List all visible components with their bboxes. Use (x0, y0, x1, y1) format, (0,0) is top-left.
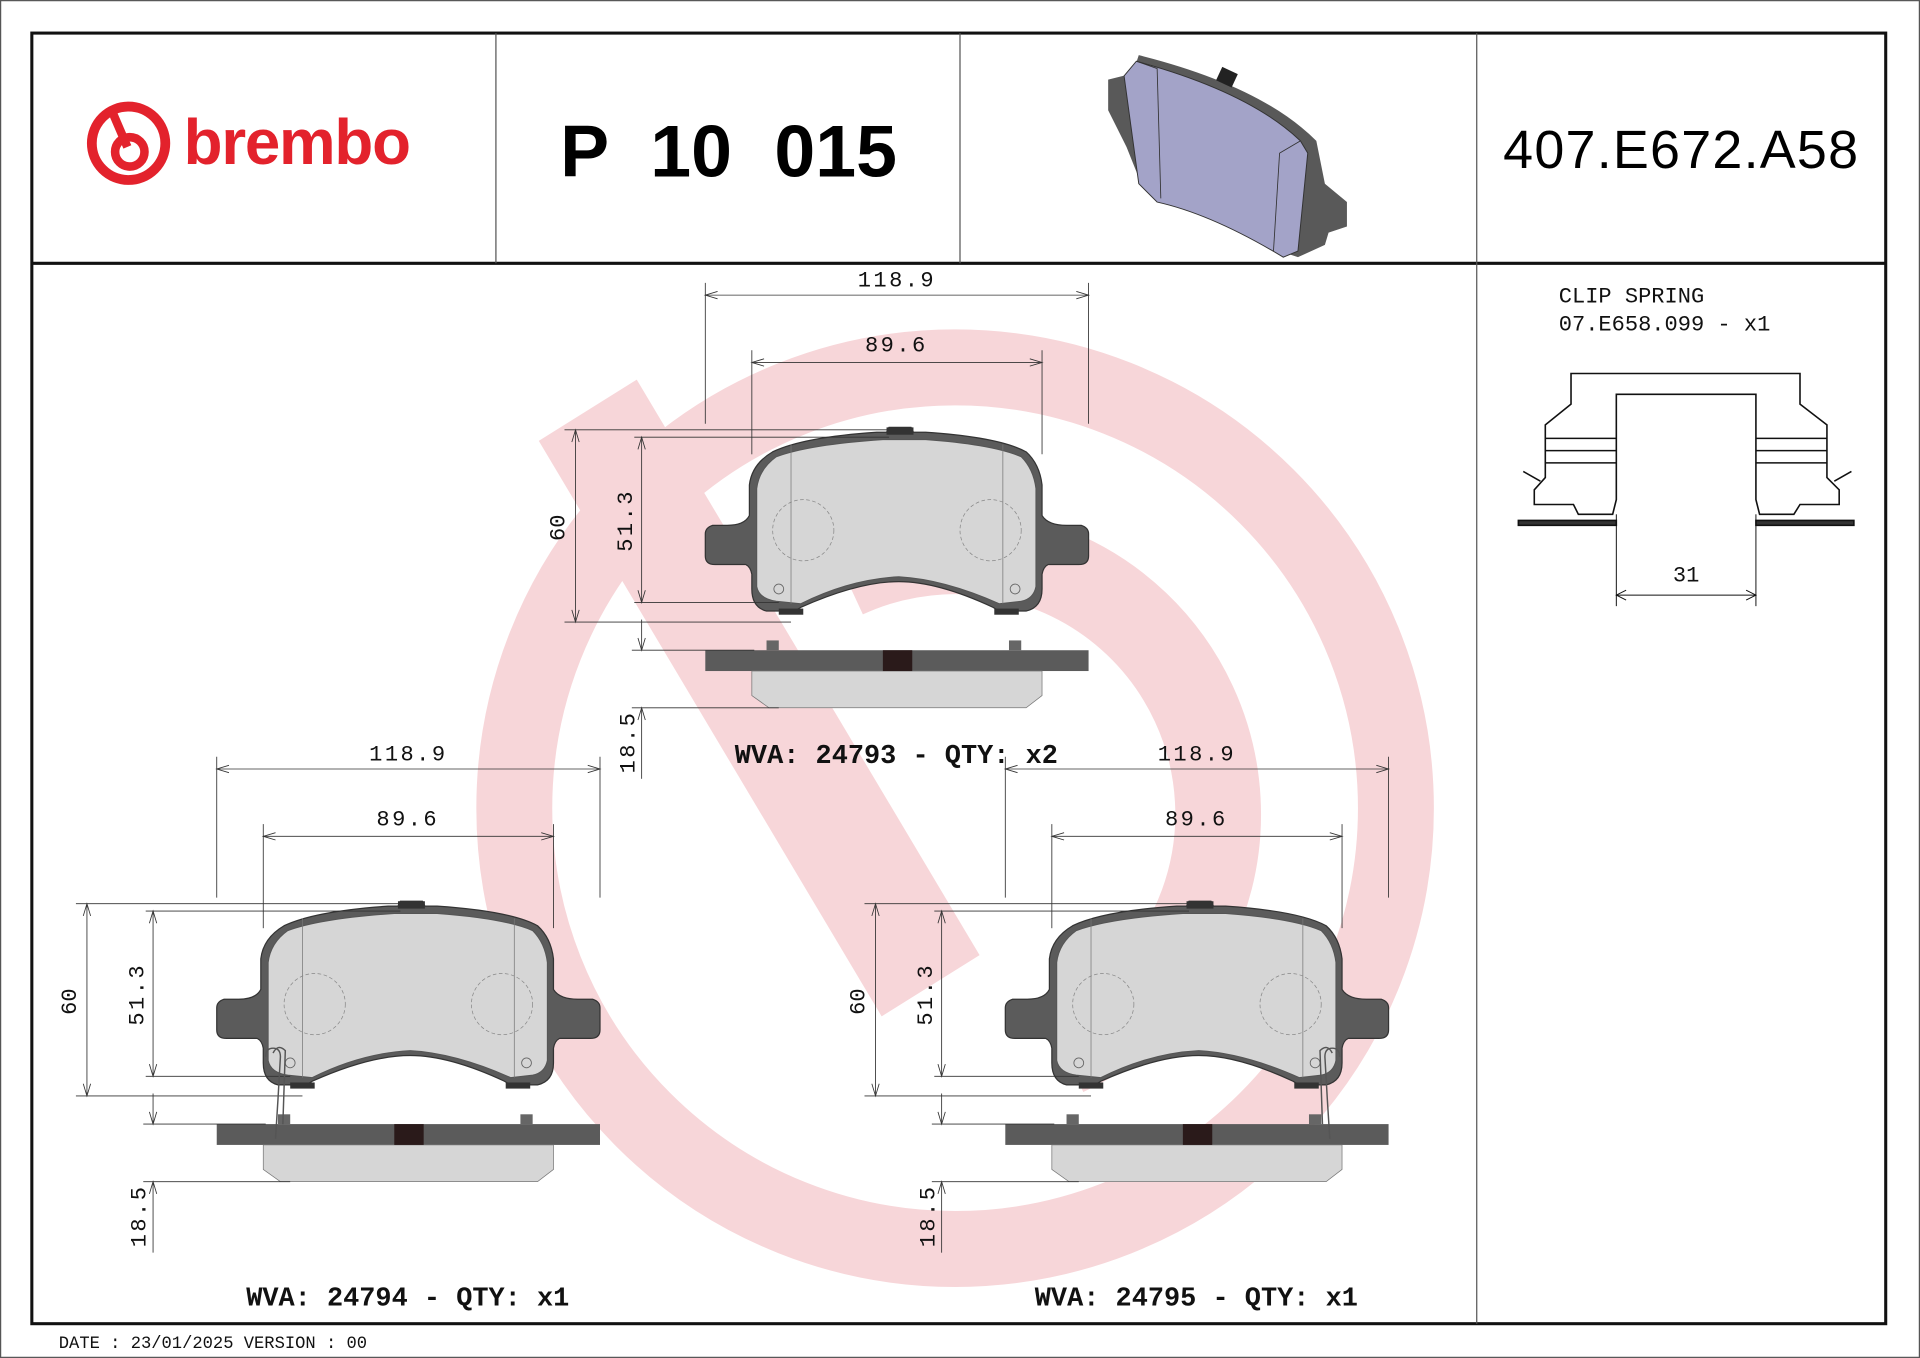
dimension-width-friction: 89.6 (865, 333, 928, 358)
side-tab (1066, 1114, 1079, 1125)
reference-code: 407.E672.A58 (1503, 120, 1859, 180)
dimension-height-friction: 51.3 (614, 489, 639, 552)
dimension-width-friction: 89.6 (1165, 807, 1228, 832)
drawing-frame (30, 31, 1888, 1326)
pad-caption: WVA: 24793 - QTY: x2 (735, 742, 1058, 772)
piston-circle (772, 499, 835, 562)
pad-side-view: 18.5 (616, 619, 1089, 779)
shim-tab (505, 1082, 531, 1089)
dimension-thickness: 18.5 (128, 1185, 153, 1248)
dimension-height-overall: 60 (846, 988, 871, 1014)
side-tab (1308, 1114, 1322, 1125)
side-center-tab (882, 650, 913, 672)
friction-material (756, 439, 1037, 605)
side-friction (751, 670, 1043, 709)
clip-spring-dimension: 31 (1673, 564, 1699, 589)
dimension-width-friction: 89.6 (376, 807, 439, 832)
part-number: P 10 015 (560, 109, 897, 192)
side-friction (262, 1144, 554, 1183)
piston-circle (1072, 973, 1135, 1036)
pad-caption: WVA: 24795 - QTY: x1 (1035, 1284, 1358, 1314)
brembo-logo: brembo (86, 101, 411, 185)
pad-caption: WVA: 24794 - QTY: x1 (246, 1284, 569, 1314)
piston-circle (1259, 973, 1322, 1036)
pin-hole (1009, 583, 1021, 595)
brake-pad-drawing-top: 118.9 89.6 60 51.3 18.5 WVA: 24793 - QTY: x2 (546, 269, 1091, 779)
brand-name: brembo (184, 107, 410, 178)
arrowheads (703, 291, 1091, 300)
dimension-width-overall: 118.9 (1158, 742, 1236, 767)
pin-hole (773, 583, 785, 595)
date-version-label: DATE : 23/01/2025 VERSION : 00 (59, 1335, 367, 1354)
shim-tab (1186, 901, 1214, 909)
wear-sensor-clip (1319, 1046, 1341, 1139)
clip-spring-panel: CLIP SPRING 07.E658.099 - x1 31 (1517, 284, 1855, 607)
side-tab (277, 1114, 291, 1125)
arrowheads (937, 909, 946, 1078)
side-tab (520, 1114, 533, 1125)
pin-hole (1073, 1057, 1085, 1069)
dimension-height-overall: 60 (58, 988, 83, 1014)
friction-material (1056, 913, 1337, 1079)
shim-tab (1294, 1082, 1319, 1089)
arrowheads (937, 1111, 946, 1195)
arrowheads (261, 832, 555, 841)
arrowheads (1050, 832, 1344, 841)
friction-material (267, 913, 548, 1079)
shim-tab (290, 1082, 315, 1089)
dimension-thickness: 18.5 (916, 1185, 941, 1248)
arrowheads (571, 428, 580, 624)
arrowheads (750, 358, 1044, 367)
shim-tab (994, 608, 1019, 615)
clip-spring-title: CLIP SPRING (1559, 284, 1704, 309)
side-center-tab (394, 1124, 424, 1145)
arrowheads (82, 902, 92, 1098)
arrowheads (1003, 764, 1391, 774)
dimension-width-overall: 118.9 (369, 742, 447, 767)
arrowheads (637, 435, 646, 604)
pad-side-view: 18.5 (128, 1046, 601, 1253)
dimension-thickness: 18.5 (616, 711, 641, 774)
dimension-width-overall: 118.9 (858, 269, 936, 294)
side-center-tab (1182, 1124, 1213, 1145)
pin-hole (521, 1057, 532, 1069)
piston-circle (283, 973, 346, 1036)
side-tab (1008, 640, 1022, 651)
arrowheads (215, 764, 602, 774)
pad-3d-illustration (1108, 55, 1347, 258)
dimension-height-friction: 51.3 (914, 963, 939, 1026)
shim-tab (778, 608, 804, 615)
clip-spring-drawing (1517, 372, 1855, 607)
pad-side-view: 18.5 (916, 1046, 1389, 1253)
shim-tab (886, 427, 914, 435)
piston-circle (471, 973, 534, 1036)
shim-tab (397, 901, 425, 909)
brembo-logo-icon (86, 101, 171, 185)
dimension-height-overall: 60 (546, 515, 571, 541)
dimension-height-friction: 51.3 (125, 963, 150, 1026)
arrowheads (148, 909, 158, 1078)
side-tab (766, 640, 779, 651)
arrowheads (148, 1111, 158, 1195)
shim-tab (1078, 1082, 1104, 1089)
arrowheads (871, 902, 880, 1098)
clip-spring-code: 07.E658.099 - x1 (1559, 313, 1771, 338)
arrowheads (637, 637, 646, 721)
side-friction (1051, 1144, 1343, 1183)
piston-circle (959, 499, 1022, 562)
wear-sensor-clip (264, 1046, 287, 1139)
